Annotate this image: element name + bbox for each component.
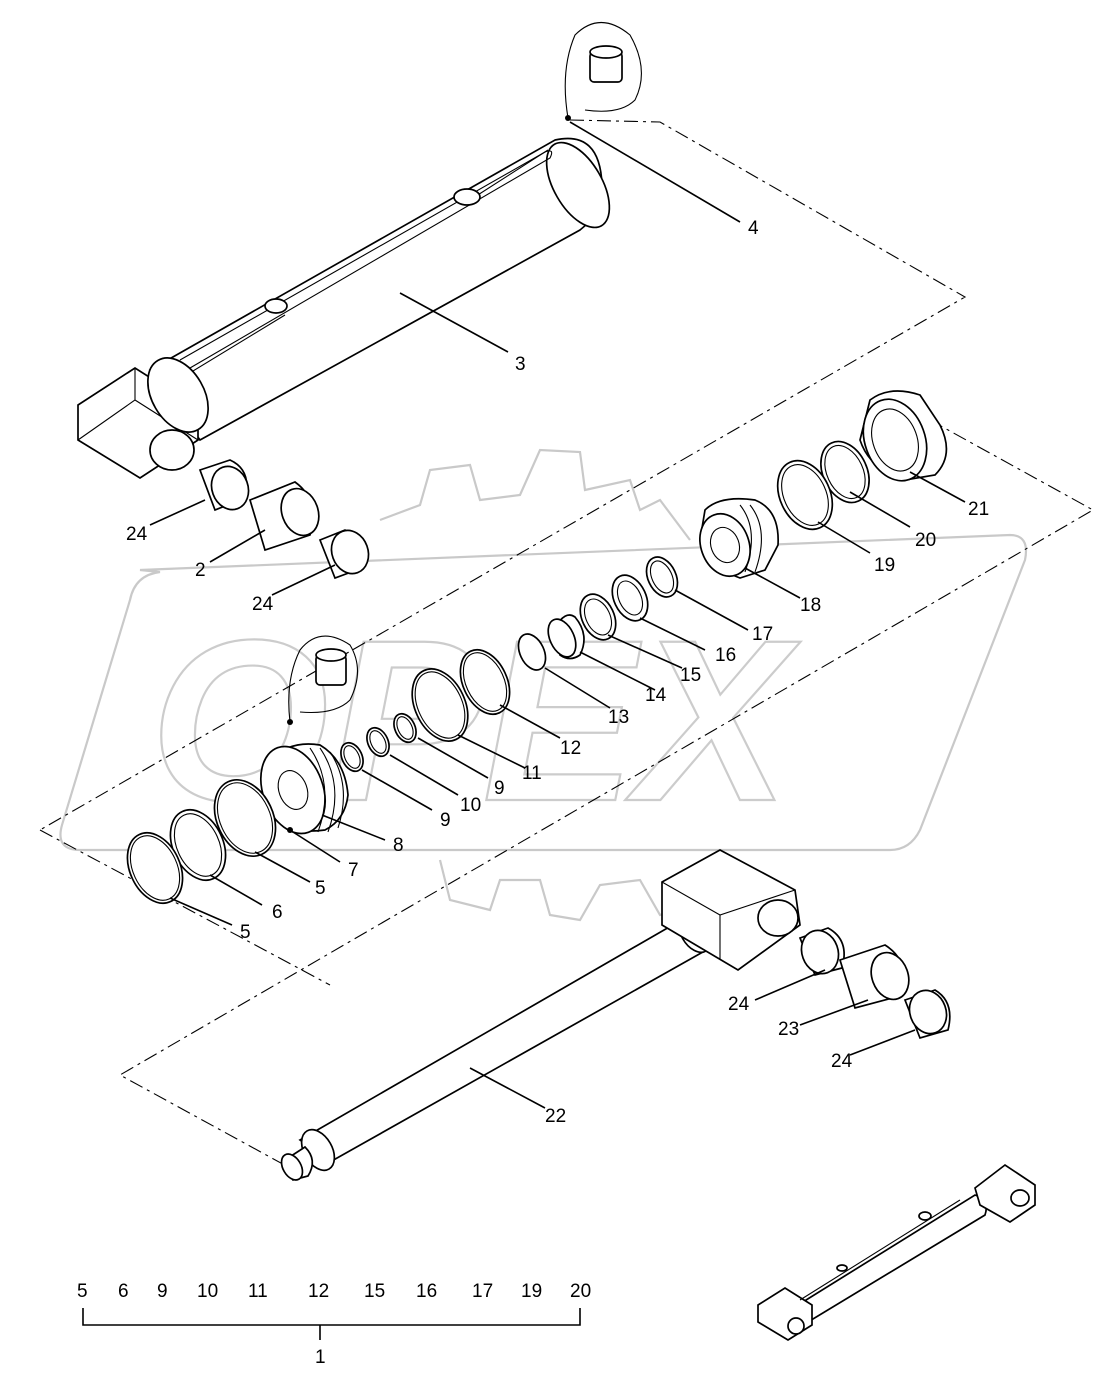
rod-seal-set xyxy=(517,556,679,671)
grease-fitting-detail-top xyxy=(564,22,642,121)
o-rings xyxy=(340,712,417,773)
callout-24-barrel-bottom: 24 xyxy=(252,594,274,615)
assembled-cylinder-thumbnail xyxy=(757,1163,1036,1341)
kit-item: 20 xyxy=(570,1281,591,1302)
kit-item: 16 xyxy=(416,1281,437,1302)
kit-item: 6 xyxy=(118,1281,129,1302)
callout-9-upper: 9 xyxy=(494,778,505,799)
seal-rings-head xyxy=(776,440,870,531)
cylinder-barrel xyxy=(77,137,611,480)
kit-item: 19 xyxy=(521,1281,542,1302)
callout-24-rod-top: 24 xyxy=(728,994,750,1015)
callout-13: 13 xyxy=(608,707,629,728)
bushings-rod-eye xyxy=(798,927,951,1040)
kit-item: 11 xyxy=(248,1281,268,1302)
callout-15: 15 xyxy=(680,665,701,686)
callout-4: 4 xyxy=(748,218,759,239)
piston xyxy=(260,743,349,835)
piston-rod xyxy=(280,849,801,1182)
callout-12: 12 xyxy=(560,738,581,759)
kit-item: 10 xyxy=(197,1281,218,1302)
kit-label: 1 xyxy=(315,1347,326,1368)
callout-14: 14 xyxy=(645,685,667,706)
kit-item: 15 xyxy=(364,1281,385,1302)
assembly-guide-lines xyxy=(39,119,1095,1169)
grease-fitting-detail-piston xyxy=(287,635,359,833)
callout-labels: 4 3 21 20 19 18 17 16 15 14 13 12 11 10 … xyxy=(126,218,989,1127)
piston-rings xyxy=(126,779,277,905)
callout-17: 17 xyxy=(752,624,773,645)
callout-9-lower: 9 xyxy=(440,810,451,831)
callout-24-rod-bottom: 24 xyxy=(831,1051,853,1072)
seal-kit-group: 5 6 9 10 11 12 15 16 17 19 20 1 xyxy=(77,1281,591,1368)
kit-bracket xyxy=(82,1308,581,1340)
callout-6: 6 xyxy=(272,902,283,923)
callout-8: 8 xyxy=(393,835,404,856)
kit-item: 12 xyxy=(308,1281,329,1302)
callout-7: 7 xyxy=(348,860,359,881)
callout-3: 3 xyxy=(515,354,526,375)
kit-item: 17 xyxy=(472,1281,493,1302)
callout-22: 22 xyxy=(545,1106,566,1127)
guide-ring xyxy=(699,497,779,579)
callout-2: 2 xyxy=(195,560,206,581)
callout-10: 10 xyxy=(460,795,481,816)
callout-20: 20 xyxy=(915,530,936,551)
callout-23: 23 xyxy=(778,1019,799,1040)
callout-18: 18 xyxy=(800,595,821,616)
callout-11: 11 xyxy=(522,763,542,784)
callout-19: 19 xyxy=(874,555,895,576)
callout-leaders xyxy=(149,121,966,1109)
callout-21: 21 xyxy=(968,499,989,520)
callout-5-lower: 5 xyxy=(240,922,251,943)
piston-seals xyxy=(411,648,511,742)
kit-item: 9 xyxy=(157,1281,168,1302)
bushings-barrel-eye xyxy=(198,459,370,580)
kit-item: 5 xyxy=(77,1281,88,1302)
gland-head xyxy=(859,390,948,482)
callout-16: 16 xyxy=(715,645,736,666)
callout-5-upper: 5 xyxy=(315,878,326,899)
callout-24-barrel-top: 24 xyxy=(126,524,148,545)
